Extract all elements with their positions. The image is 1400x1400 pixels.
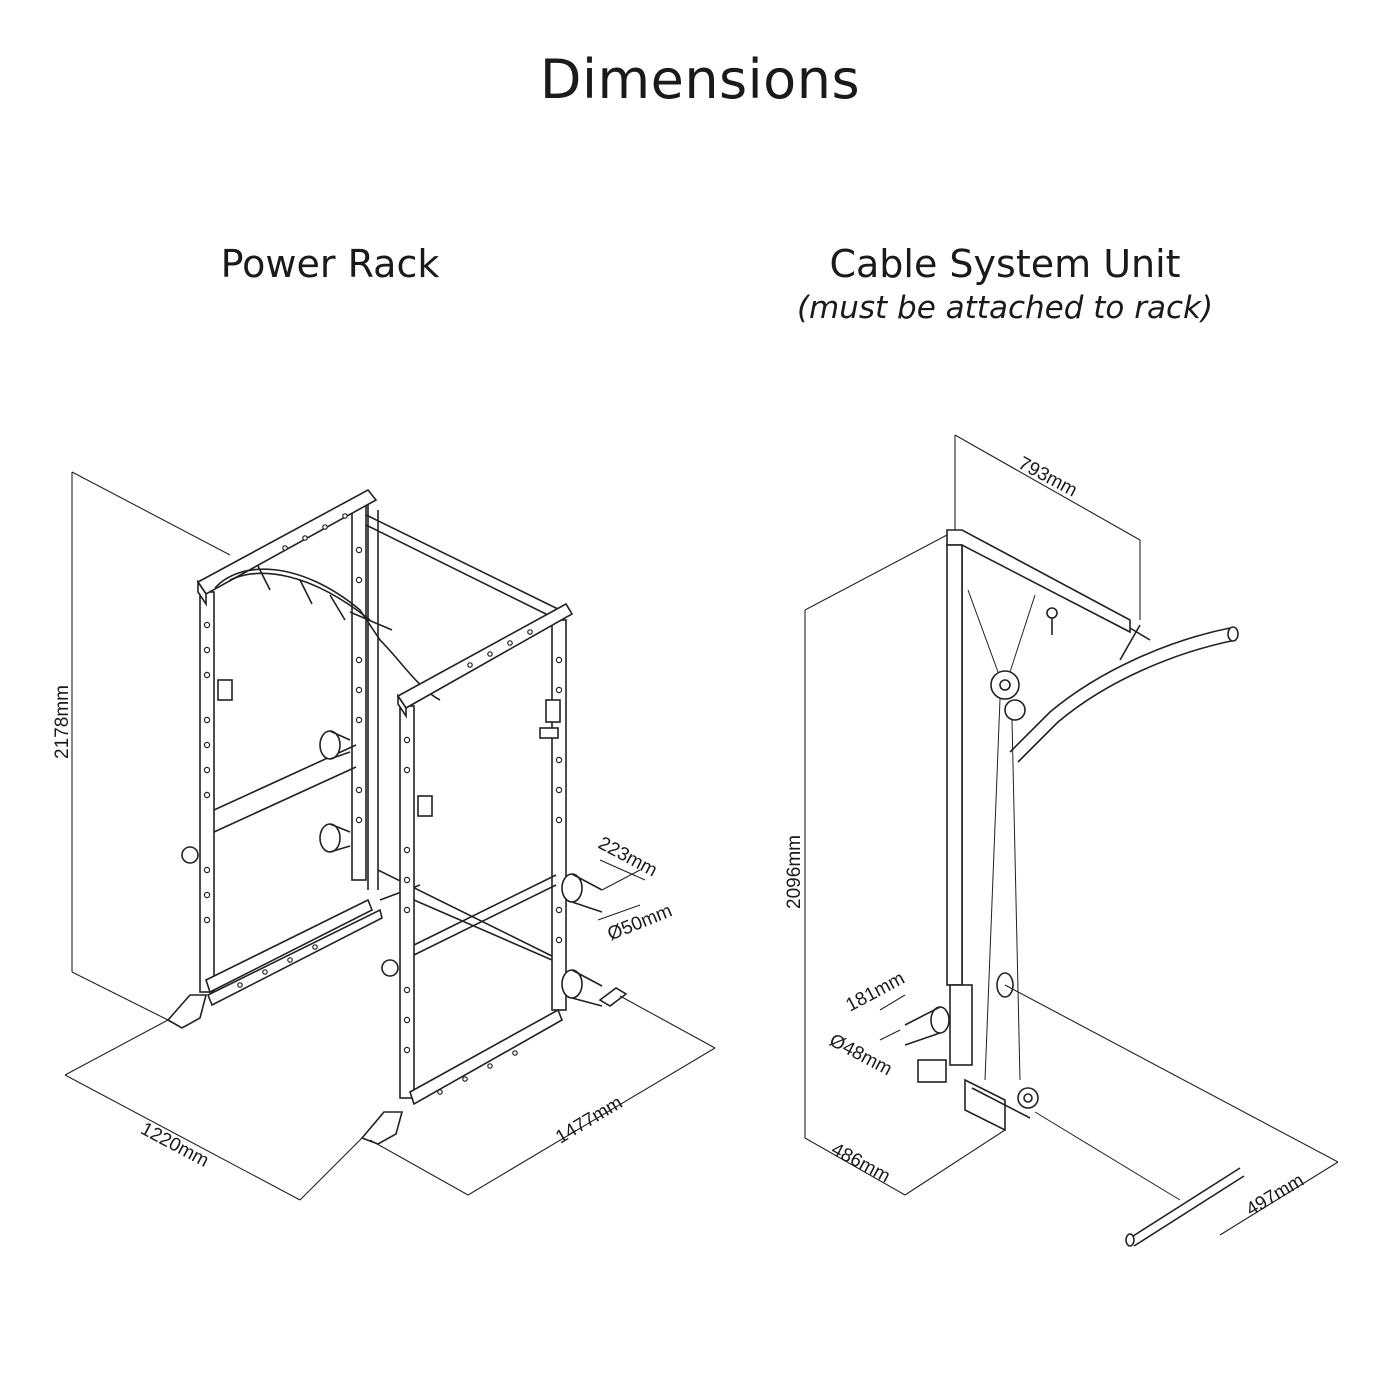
dim-cable-top-width: 793mm (1015, 453, 1081, 501)
weight-storage-pins (181, 730, 603, 1007)
lower-sleeve (949, 984, 973, 1066)
dim-cable-base-width: 486mm (828, 1139, 894, 1187)
pulley-system (967, 589, 1058, 1109)
foot-right-front (360, 1111, 404, 1145)
lat-pulldown-bar (1009, 624, 1239, 763)
cable-system-drawing: 793mm 2096mm 181mm Ø48mm 486mm 497mm (784, 434, 1339, 1247)
j-hook-right (545, 699, 561, 723)
cable-dimension-lines (804, 434, 1339, 1236)
power-rack-dimension-lines (64, 471, 716, 1201)
dim-cable-height: 2096mm (784, 835, 805, 909)
top-beam-left (196, 488, 378, 596)
base-plate (964, 1078, 1006, 1132)
pull-up-bar (214, 565, 441, 701)
dim-rack-width: 1220mm (137, 1119, 212, 1172)
dim-cable-pin-length: 181mm (843, 968, 909, 1016)
power-rack-title: Power Rack (220, 242, 440, 286)
base-rail-right (409, 1008, 564, 1106)
power-rack-drawing: 2178mm 1220mm 1477mm 223mm Ø50mm (52, 471, 716, 1201)
base-rail-left (205, 898, 374, 994)
page-title: Dimensions (539, 48, 861, 111)
low-row-handle (1034, 1111, 1245, 1247)
top-arm (946, 529, 1131, 634)
foot-left-front (166, 994, 208, 1029)
upright-right-front (399, 705, 415, 1099)
dim-cable-base-depth: 497mm (1243, 1170, 1308, 1221)
j-hook-center (417, 795, 433, 817)
top-beam-right (396, 602, 574, 710)
upright-right-rear (551, 619, 567, 1011)
foot-block (917, 1059, 947, 1083)
dim-rack-pin-diameter: Ø50mm (605, 901, 676, 946)
j-hook-left (217, 679, 233, 701)
dim-rack-pin-length: 223mm (595, 833, 661, 881)
dim-rack-depth: 1477mm (552, 1092, 626, 1148)
cable-system-title: Cable System Unit (829, 242, 1181, 286)
power-rack-back-frame (359, 505, 561, 961)
cable-system-note: (must be attached to rack) (796, 290, 1214, 326)
foot-right-rear (598, 987, 628, 1007)
front-bar-lower (413, 874, 557, 946)
upright-holes (203, 513, 563, 1095)
dim-rack-height: 2178mm (52, 685, 73, 759)
main-upright (946, 544, 963, 986)
